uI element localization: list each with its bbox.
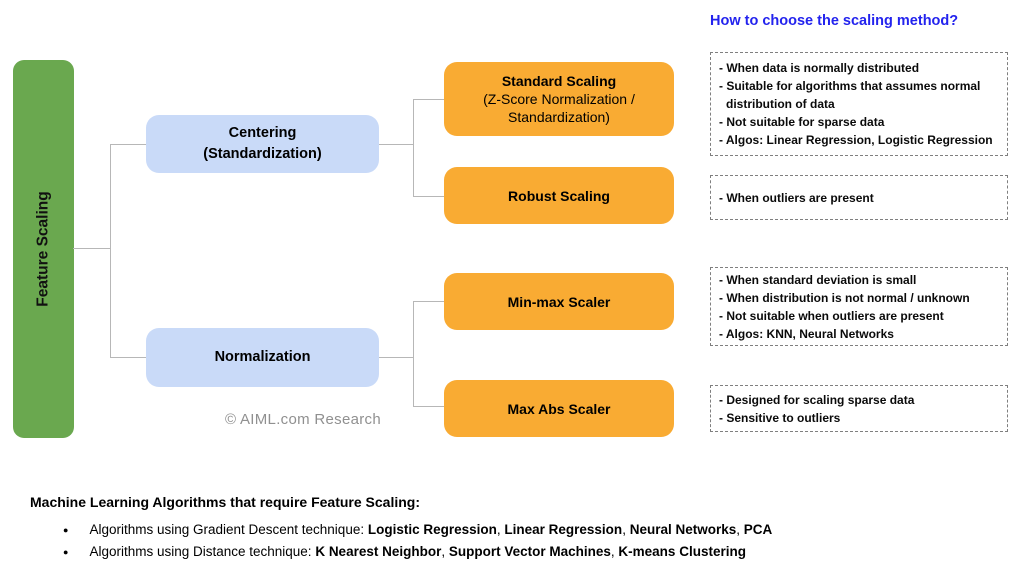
connector-root-stub <box>73 248 111 249</box>
connector-to-min-max-scaler <box>413 301 444 302</box>
how-to-choose-title: How to choose the scaling method? <box>710 13 959 29</box>
bullet-distance: ● Algorithms using Distance technique: K… <box>63 544 746 559</box>
node-normalization: Normalization <box>146 328 379 387</box>
connector-centering-vertical <box>413 99 414 197</box>
ml-algorithms-heading: Machine Learning Algorithms that require… <box>30 494 420 510</box>
node-feature-scaling-label: Feature Scaling <box>34 191 52 307</box>
connector-normalization-vertical <box>413 301 414 407</box>
node-max-abs-scaler-label: Max Abs Scaler <box>507 400 611 417</box>
watermark: © AIML.com Research <box>225 411 381 428</box>
node-standard-scaling-subtitle: (Z-Score Normalization / Standardization… <box>483 91 635 125</box>
note-robust-scaling: - When outliers are present <box>710 175 1008 220</box>
bullet-gradient-descent-text: Algorithms using Gradient Descent techni… <box>89 522 773 537</box>
note-standard-scaling: - When data is normally distributed - Su… <box>710 52 1008 156</box>
node-max-abs-scaler: Max Abs Scaler <box>444 380 674 437</box>
connector-centering-stub <box>379 144 413 145</box>
node-robust-scaling: Robust Scaling <box>444 167 674 224</box>
node-normalization-label: Normalization <box>214 349 311 365</box>
connector-normalization-stub <box>379 357 413 358</box>
bullet-gradient-descent: ● Algorithms using Gradient Descent tech… <box>63 522 772 537</box>
note-min-max-scaler: - When standard deviation is small - Whe… <box>710 267 1008 346</box>
node-robust-scaling-label: Robust Scaling <box>508 187 610 204</box>
node-centering-label: Centering (Standardization) <box>203 125 322 162</box>
bullet-icon: ● <box>63 525 69 535</box>
node-centering: Centering (Standardization) <box>146 115 379 173</box>
connector-to-robust-scaling <box>413 196 444 197</box>
connector-left-vertical <box>110 144 111 358</box>
bullet-distance-text: Algorithms using Distance technique: K N… <box>89 544 746 559</box>
node-standard-scaling-title: Standard Scaling <box>501 73 617 89</box>
node-feature-scaling: Feature Scaling <box>13 60 74 438</box>
connector-to-standard-scaling <box>413 99 444 100</box>
connector-to-max-abs-scaler <box>413 406 444 407</box>
node-min-max-scaler-label: Min-max Scaler <box>507 293 611 310</box>
connector-to-normalization <box>110 357 146 358</box>
node-min-max-scaler: Min-max Scaler <box>444 273 674 330</box>
bullet-icon: ● <box>63 547 69 557</box>
node-standard-scaling: Standard Scaling (Z-Score Normalization … <box>444 62 674 136</box>
connector-to-centering <box>110 144 146 145</box>
note-max-abs-scaler: - Designed for scaling sparse data - Sen… <box>710 385 1008 432</box>
